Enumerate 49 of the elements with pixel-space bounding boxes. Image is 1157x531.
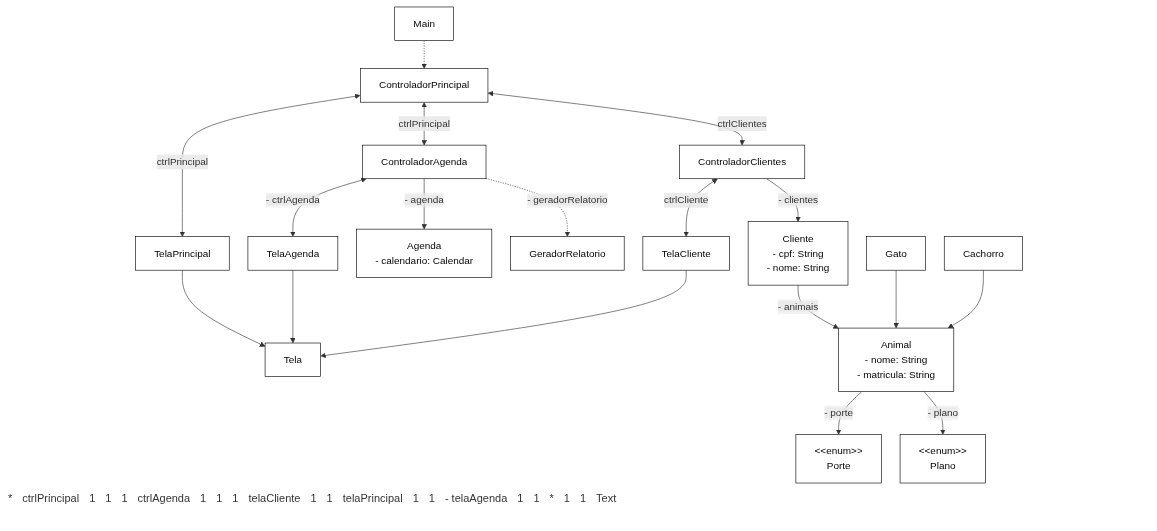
node-box: <<enum>> Plano xyxy=(899,434,986,484)
node-box: Tela xyxy=(264,342,321,377)
node-box: <<enum>> Porte xyxy=(795,434,882,484)
node-box: TelaPrincipal xyxy=(134,236,230,271)
multiplicity-label: 1 xyxy=(200,492,207,504)
multiplicity-label: 1 xyxy=(310,492,317,504)
multiplicity-label: 1 xyxy=(232,492,239,504)
edge-label: - agenda xyxy=(404,194,444,206)
multiplicity-label: 1 xyxy=(563,492,570,504)
node-box: TelaAgenda xyxy=(247,236,338,271)
edge-label: - ctrlAgenda xyxy=(265,194,320,206)
multiplicity-label: 1 xyxy=(89,492,96,504)
node-box: Agenda - calendario: Calendar xyxy=(355,228,492,278)
node-box: ControladorAgenda xyxy=(361,144,486,180)
multiplicity-label: telaPrincipal xyxy=(342,492,403,504)
multiplicity-label: 1 xyxy=(517,492,524,504)
multiplicity-label: 1 xyxy=(428,492,435,504)
edge-label: - plano xyxy=(927,407,958,418)
multiplicity-label: 1 xyxy=(105,492,112,504)
node-box: Cachorro xyxy=(943,236,1023,271)
multiplicity-label: telaCliente xyxy=(248,492,301,504)
node-box: Animal - nome: String - matricula: String xyxy=(837,327,954,392)
node-box: Cliente - cpf: String - nome: String xyxy=(747,221,848,286)
multiplicity-label: ctrlAgenda xyxy=(137,492,191,504)
multiplicity-label: 1 xyxy=(533,492,540,504)
multiplicity-label: 1 xyxy=(412,492,419,504)
edge-label: ctrlCliente xyxy=(663,194,708,206)
multiplicity-label: 1 xyxy=(326,492,333,504)
node-box: GeradorRelatorio xyxy=(509,236,624,271)
node-box: Gato xyxy=(865,236,926,271)
edge-label: - geradorRelatorio xyxy=(526,194,607,206)
edge-label: - porte xyxy=(823,407,853,418)
multiplicity-label: * xyxy=(8,492,13,504)
edge-label: - clientes xyxy=(777,194,818,206)
node-box: ControladorPrincipal xyxy=(359,68,488,103)
multiplicity-label: ctrlPrincipal xyxy=(22,492,80,504)
edge-label: ctrlPrincipal xyxy=(156,156,208,167)
multiplicity-label: - telaAgenda xyxy=(444,492,508,504)
edge-label: ctrlClientes xyxy=(716,118,767,129)
multiplicity-label: 1 xyxy=(216,492,223,504)
edge-label: ctrlPrincipal xyxy=(397,118,450,129)
multiplicity-label: 1 xyxy=(579,492,587,504)
edge-label: - animais xyxy=(777,301,818,312)
multiplicity-label: 1 xyxy=(121,492,128,504)
node-box: Main xyxy=(393,6,454,41)
multiplicity-label: * xyxy=(549,492,554,504)
node-box: TelaCliente xyxy=(642,236,730,271)
multiplicity-label: Text xyxy=(596,492,617,504)
node-box: ControladorClientes xyxy=(678,144,805,180)
